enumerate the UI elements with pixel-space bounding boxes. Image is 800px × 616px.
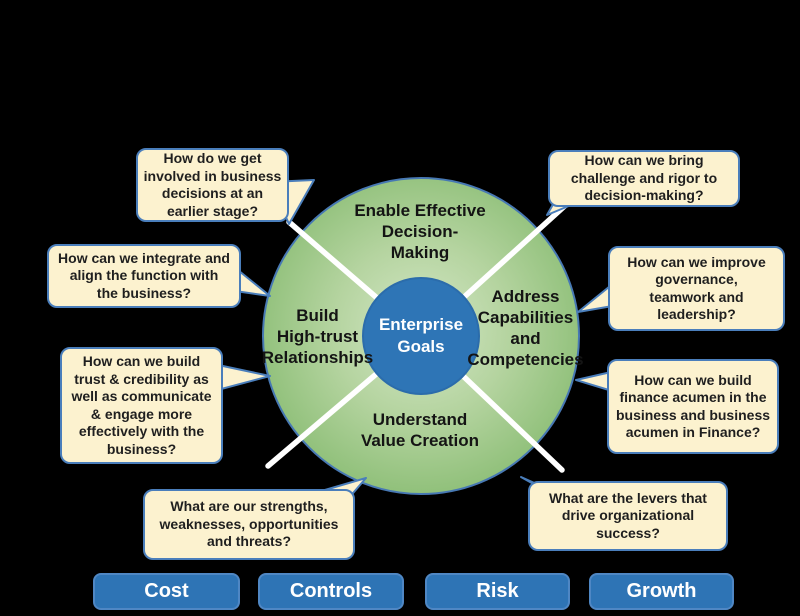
button-risk: Risk (425, 573, 570, 610)
callout-governance-teamwork: How can we improve governance, teamwork … (608, 246, 785, 331)
callout-early-involvement: How do we get involved in business decis… (136, 148, 289, 222)
callout-swot: What are our strengths, weaknesses, oppo… (143, 489, 355, 560)
quadrant-label-value-creation: Understand Value Creation (360, 410, 480, 451)
callout-challenge-rigor: How can we bring challenge and rigor to … (548, 150, 740, 207)
enterprise-goals-circle (362, 277, 480, 395)
quadrant-label-capabilities: Address Capabilities and Competencies (467, 287, 584, 370)
button-growth: Growth (589, 573, 734, 610)
button-controls: Controls (258, 573, 404, 610)
callout-integrate-align: How can we integrate and align the funct… (47, 244, 241, 308)
callout-trust-credibility: How can we build trust & credibility as … (60, 347, 223, 464)
button-cost: Cost (93, 573, 240, 610)
callout-finance-acumen: How can we build finance acumen in the b… (607, 359, 779, 454)
callout-organizational-levers: What are the levers that drive organizat… (528, 481, 728, 551)
quadrant-label-decision-making: Enable Effective Decision- Making (354, 201, 486, 263)
quadrant-label-relationships: Build High-trust Relationships (261, 306, 374, 368)
center-goal-label: Enterprise Goals (378, 315, 464, 357)
